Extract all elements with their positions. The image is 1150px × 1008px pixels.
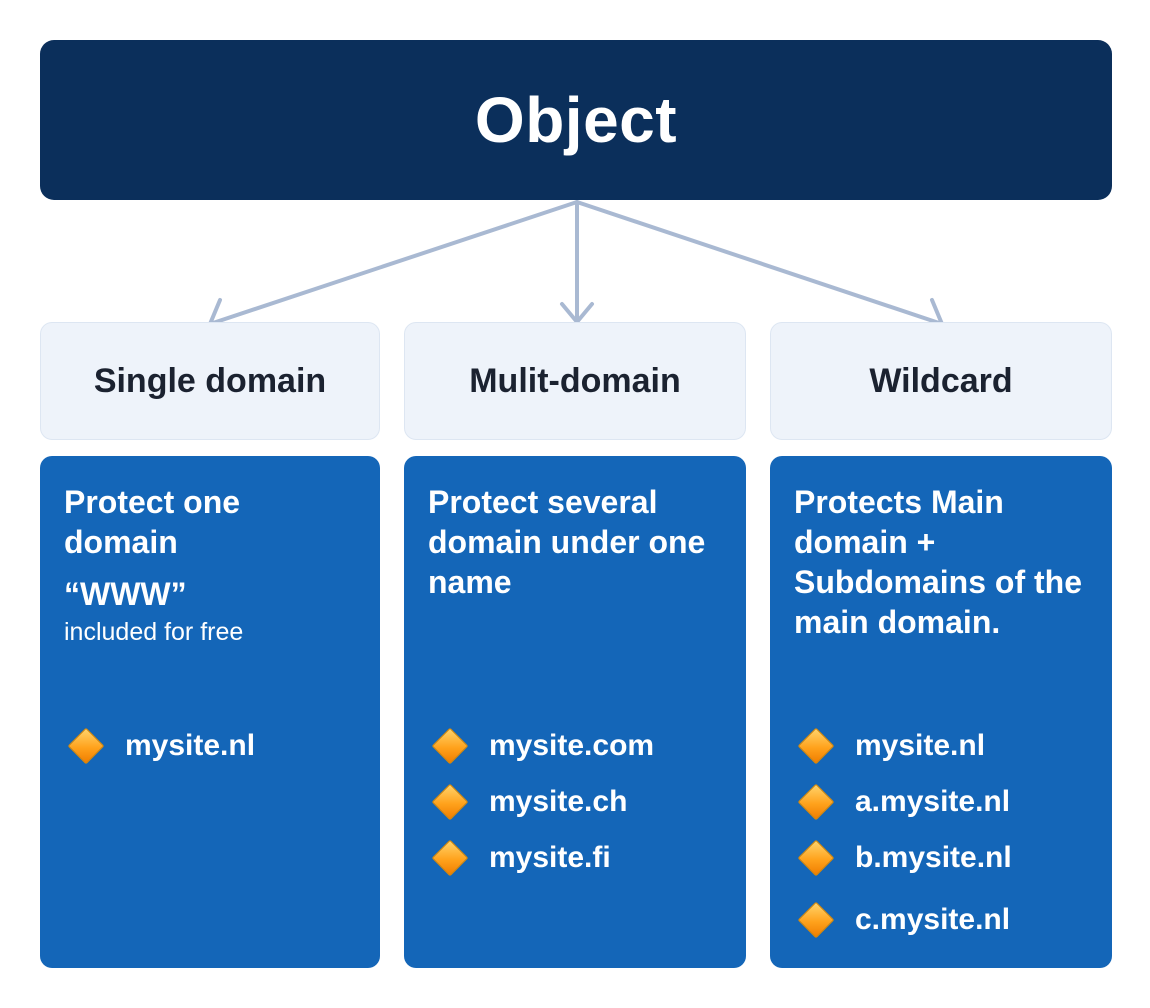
orange-diamond-icon [431, 839, 469, 877]
orange-diamond-icon [797, 839, 835, 877]
root-node: Object [40, 40, 1112, 200]
card-multi-domain: Protect several domain under one name my… [404, 456, 746, 968]
card-single-domain: Protect one domain “WWW” included for fr… [40, 456, 380, 968]
domain-text: mysite.ch [489, 785, 628, 818]
www-note: included for free [64, 618, 244, 646]
orange-diamond-icon [67, 727, 105, 765]
domain-text: a.mysite.nl [855, 785, 1011, 818]
list-item: b.mysite.nl [797, 839, 1012, 877]
list-item: mysite.nl [797, 727, 986, 765]
connector-line-right [575, 200, 944, 326]
category-label: Mulit-domain [469, 361, 681, 400]
list-item: mysite.ch [431, 783, 628, 821]
domain-text: b.mysite.nl [855, 841, 1012, 874]
category-multi-domain: Mulit-domain [404, 322, 746, 440]
orange-diamond-icon [431, 783, 469, 821]
category-label: Wildcard [869, 361, 1013, 400]
list-item: mysite.fi [431, 839, 611, 877]
connector-line-left [208, 200, 579, 326]
domain-text: c.mysite.nl [855, 903, 1011, 936]
arrowhead-center [560, 302, 594, 324]
orange-diamond-icon [797, 727, 835, 765]
root-title: Object [474, 84, 678, 156]
card-description: Protects Main domain + Subdomains of the… [794, 484, 1082, 640]
list-item: a.mysite.nl [797, 783, 1011, 821]
list-item: mysite.com [431, 727, 655, 765]
domain-text: mysite.fi [489, 841, 611, 874]
domain-text: mysite.nl [125, 729, 256, 762]
list-item: mysite.nl [67, 727, 256, 765]
category-label: Single domain [93, 361, 327, 400]
category-single-domain: Single domain [40, 322, 380, 440]
category-wildcard: Wildcard [770, 322, 1112, 440]
card-description: Protect one domain [64, 484, 241, 560]
orange-diamond-icon [797, 783, 835, 821]
card-description: Protect several domain under one name [428, 484, 706, 600]
list-item: c.mysite.nl [797, 901, 1011, 939]
orange-diamond-icon [797, 901, 835, 939]
domain-text: mysite.com [489, 729, 655, 762]
orange-diamond-icon [431, 727, 469, 765]
www-highlight: “WWW” [64, 576, 187, 612]
domain-text: mysite.nl [855, 729, 986, 762]
card-wildcard: Protects Main domain + Subdomains of the… [770, 456, 1112, 968]
